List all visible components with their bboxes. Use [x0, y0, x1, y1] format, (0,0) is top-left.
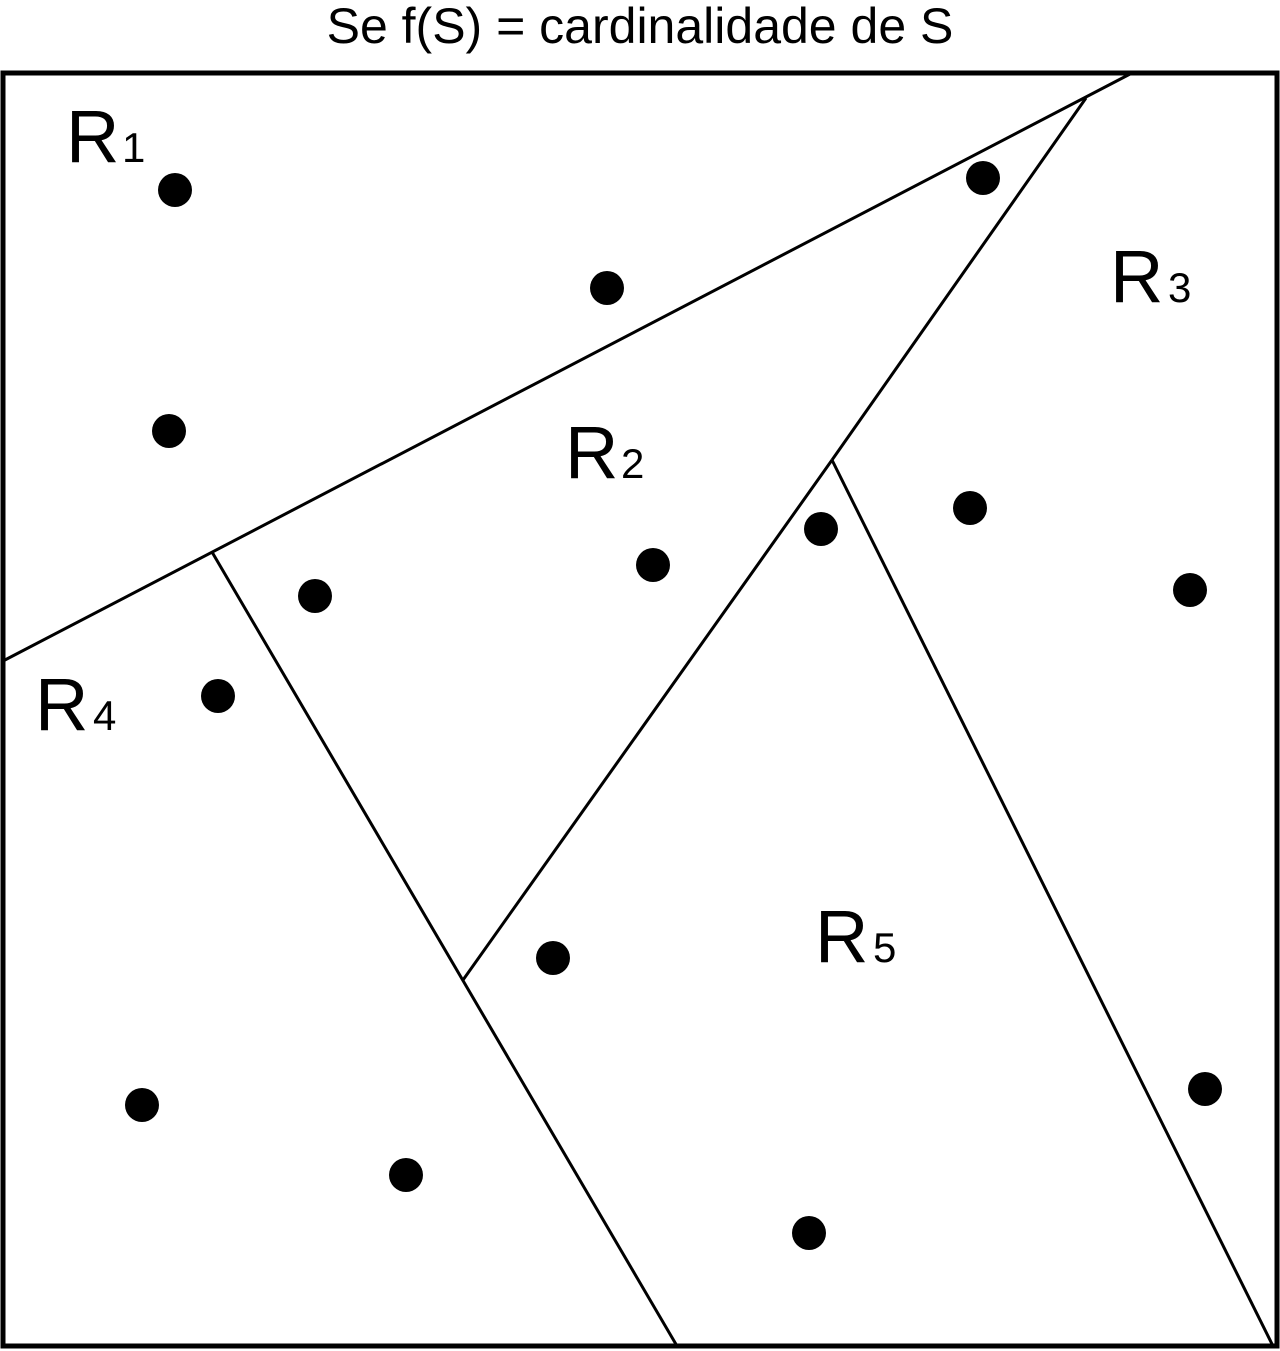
divider-r2-r5: [461, 459, 834, 981]
region-label-r1: R 1: [66, 95, 145, 178]
point: [636, 548, 670, 582]
divider-r2-r3: [830, 97, 1088, 461]
point: [298, 579, 332, 613]
point: [792, 1216, 826, 1250]
region-subscript: 3: [1168, 264, 1191, 311]
region-letter: R: [565, 411, 618, 494]
point: [158, 173, 192, 207]
point: [201, 679, 235, 713]
point: [966, 161, 1000, 195]
point: [953, 491, 987, 525]
region-subscript: 2: [621, 440, 644, 487]
region-label-r3: R 3: [1110, 235, 1191, 318]
region-letter: R: [66, 95, 119, 178]
divider-r4-right: [210, 551, 679, 1347]
region-label-r4: R 4: [35, 663, 116, 746]
outer-square: [0, 70, 1280, 1349]
region-letter: R: [35, 663, 88, 746]
region-letter: R: [1110, 235, 1163, 318]
point: [804, 512, 838, 546]
point: [389, 1158, 423, 1192]
point: [536, 941, 570, 975]
point: [1188, 1072, 1222, 1106]
points: [125, 161, 1222, 1250]
region-label-r5: R 5: [815, 895, 896, 978]
region-label-r2: R 2: [565, 411, 644, 494]
divider-r3-r5: [830, 459, 1275, 1347]
point: [1173, 573, 1207, 607]
region-subscript: 5: [873, 924, 896, 971]
diagram-title: Se f(S) = cardinalidade de S: [327, 0, 954, 54]
divider-r1-lower: [2, 71, 1133, 663]
point: [152, 414, 186, 448]
region-subscript: 1: [122, 124, 145, 171]
point: [125, 1088, 159, 1122]
region-subscript: 4: [93, 692, 116, 739]
point: [590, 271, 624, 305]
region-letter: R: [815, 895, 868, 978]
